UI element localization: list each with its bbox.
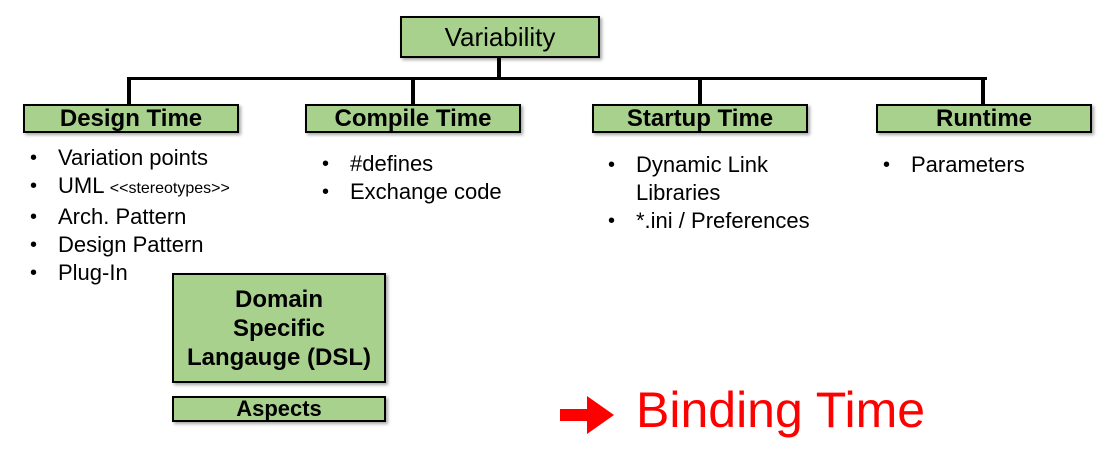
list-item: • #defines <box>322 150 542 178</box>
list-item-label: Variation points <box>58 145 209 170</box>
node-startup-time-label: Startup Time <box>626 104 774 132</box>
connector-horizontal <box>127 77 987 80</box>
design-time-list: • Variation points • UML <<stereotypes>>… <box>30 144 280 287</box>
list-item: • Variation points <box>30 144 280 172</box>
list-item-label: Design Pattern <box>58 232 204 257</box>
node-dsl: Domain Specific Langauge (DSL) <box>172 273 386 383</box>
node-variability-label: Variability <box>444 21 556 52</box>
list-item: • Dynamic Link Libraries <box>608 151 828 207</box>
list-item-label: #defines <box>350 151 434 176</box>
binding-time-annotation: Binding Time <box>560 383 925 437</box>
list-item-label: Dynamic Link Libraries <box>636 152 769 205</box>
startup-time-list: • Dynamic Link Libraries • *.ini / Prefe… <box>608 151 828 235</box>
bullet-icon: • <box>883 154 891 176</box>
node-compile-time: Compile Time <box>305 104 521 133</box>
compile-time-list: • #defines • Exchange code <box>322 150 542 206</box>
bullet-icon: • <box>608 154 616 176</box>
list-item-label: Exchange code <box>350 179 502 204</box>
node-variability: Variability <box>400 16 600 58</box>
list-item: • *.ini / Preferences <box>608 207 828 235</box>
list-item-label: Parameters <box>911 152 1025 177</box>
bullet-icon: • <box>322 153 330 175</box>
list-item-sublabel: <<stereotypes>> <box>109 180 230 197</box>
node-design-time-label: Design Time <box>59 104 203 132</box>
connector-drop-design <box>127 79 131 105</box>
binding-time-label: Binding Time <box>636 382 926 438</box>
node-aspects-label: Aspects <box>236 396 322 421</box>
bullet-icon: • <box>30 175 38 197</box>
bullet-icon: • <box>30 147 38 169</box>
bullet-icon: • <box>608 210 616 232</box>
connector-root-stub <box>497 57 501 78</box>
list-item-label: Plug-In <box>58 260 128 285</box>
list-item-label: UML <<stereotypes>> <box>58 173 230 198</box>
list-item: • Parameters <box>883 151 1103 179</box>
connector-drop-startup <box>698 79 702 105</box>
node-dsl-label: Domain Specific Langauge (DSL) <box>187 285 371 371</box>
node-aspects: Aspects <box>172 396 386 422</box>
node-design-time: Design Time <box>23 104 239 133</box>
node-startup-time: Startup Time <box>592 104 808 133</box>
right-arrow-icon <box>560 396 614 434</box>
list-item: • UML <<stereotypes>> <box>30 172 280 203</box>
bullet-icon: • <box>322 181 330 203</box>
node-runtime: Runtime <box>876 104 1092 133</box>
runtime-list: • Parameters <box>883 151 1103 179</box>
connector-drop-runtime <box>981 79 985 105</box>
node-compile-time-label: Compile Time <box>334 104 492 132</box>
bullet-icon: • <box>30 206 38 228</box>
bullet-icon: • <box>30 234 38 256</box>
list-item: • Design Pattern <box>30 231 280 259</box>
list-item: • Exchange code <box>322 178 542 206</box>
bullet-icon: • <box>30 262 38 284</box>
list-item: • Arch. Pattern <box>30 203 280 231</box>
node-runtime-label: Runtime <box>936 104 1032 132</box>
list-item-label: Arch. Pattern <box>58 204 187 229</box>
list-item: • Plug-In <box>30 259 280 287</box>
list-item-label: *.ini / Preferences <box>636 208 810 233</box>
connector-drop-compile <box>411 79 415 105</box>
